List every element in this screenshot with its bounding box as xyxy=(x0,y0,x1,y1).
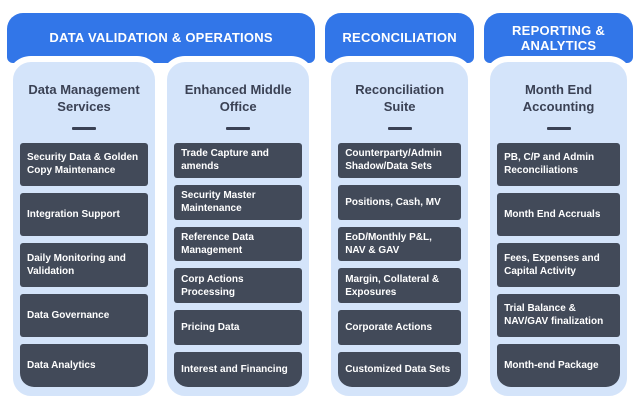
group-header-reconciliation: RECONCILIATION xyxy=(325,13,475,63)
column-month-end-accounting: Month End Accounting PB, C/P and Admin R… xyxy=(484,56,633,402)
column-enhanced-middle-office: Enhanced Middle Office Trade Capture and… xyxy=(161,56,316,402)
service-item: Data Analytics xyxy=(20,343,149,388)
service-item: Customized Data Sets xyxy=(338,352,462,388)
service-item: Integration Support xyxy=(20,193,149,237)
service-item: Reference Data Management xyxy=(174,226,303,262)
service-item: Margin, Collateral & Exposures xyxy=(338,268,462,304)
service-item: Corporate Actions xyxy=(338,310,462,346)
service-list: Trade Capture and amends Security Master… xyxy=(174,142,303,388)
column-reconciliation-suite: Reconciliation Suite Counterparty/Admin … xyxy=(325,56,475,402)
group-columns: Data Management Services Security Data &… xyxy=(7,56,316,402)
service-item: Pricing Data xyxy=(174,310,303,346)
service-item: PB, C/P and Admin Reconciliations xyxy=(497,142,620,187)
service-item: Fees, Expenses and Capital Activity xyxy=(497,243,620,287)
column-data-management-services: Data Management Services Security Data &… xyxy=(7,56,162,402)
column-title: Month End Accounting xyxy=(522,82,595,114)
service-item: Daily Monitoring and Validation xyxy=(20,243,149,287)
service-item: EoD/Monthly P&L, NAV & GAV xyxy=(338,226,462,262)
service-item: Positions, Cash, MV xyxy=(338,184,462,220)
service-item: Month-end Package xyxy=(497,343,620,388)
column-title: Data Management Services xyxy=(28,82,140,114)
group-reconciliation: RECONCILIATION Reconciliation Suite Coun… xyxy=(325,13,475,402)
service-item: Corp Actions Processing xyxy=(174,268,303,304)
group-data-validation-operations: DATA VALIDATION & OPERATIONS Data Manage… xyxy=(7,13,316,402)
service-item: Security Data & Golden Copy Maintenance xyxy=(20,142,149,187)
group-columns: Month End Accounting PB, C/P and Admin R… xyxy=(484,56,633,402)
service-item: Interest and Financing xyxy=(174,352,303,388)
service-item: Trade Capture and amends xyxy=(174,142,303,178)
service-item: Counterparty/Admin Shadow/Data Sets xyxy=(338,142,462,178)
service-list: Security Data & Golden Copy Maintenance … xyxy=(20,142,149,388)
group-header-data-validation-operations: DATA VALIDATION & OPERATIONS xyxy=(7,13,316,63)
column-title: Enhanced Middle Office xyxy=(184,82,292,114)
service-item: Month End Accruals xyxy=(497,193,620,237)
title-divider xyxy=(546,126,571,130)
group-header-label: DATA VALIDATION & OPERATIONS xyxy=(49,30,273,46)
service-list: PB, C/P and Admin Reconciliations Month … xyxy=(497,142,620,388)
title-divider xyxy=(387,126,412,130)
group-header-label: REPORTING & ANALYTICS xyxy=(512,22,606,53)
service-list: Counterparty/Admin Shadow/Data Sets Posi… xyxy=(338,142,462,388)
group-header-reporting-analytics: REPORTING & ANALYTICS xyxy=(484,13,633,63)
title-divider xyxy=(226,126,251,130)
group-header-label: RECONCILIATION xyxy=(342,30,457,46)
group-reporting-analytics: REPORTING & ANALYTICS Month End Accounti… xyxy=(484,13,633,402)
service-item: Data Governance xyxy=(20,293,149,337)
title-divider xyxy=(72,126,97,130)
column-title: Reconciliation Suite xyxy=(355,82,445,114)
service-item: Security Master Maintenance xyxy=(174,184,303,220)
service-item: Trial Balance & NAV/GAV finalization xyxy=(497,293,620,337)
group-columns: Reconciliation Suite Counterparty/Admin … xyxy=(325,56,475,402)
